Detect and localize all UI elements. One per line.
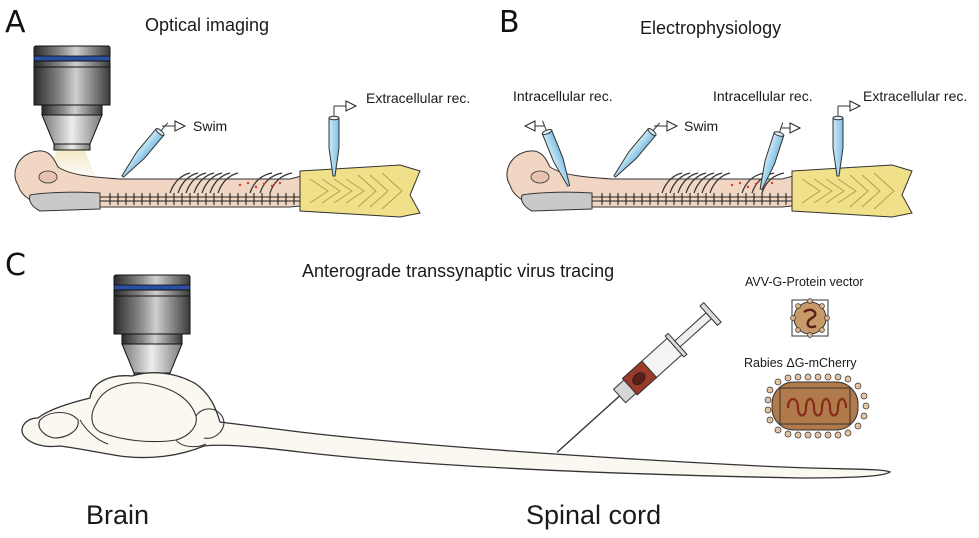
spinal-cord-label: Spinal cord <box>526 500 661 530</box>
intracellular-amplifier-b1 <box>524 120 536 132</box>
swim-label-b: Swim <box>684 118 718 134</box>
intracellular-label-b1: Intracellular rec. <box>513 88 613 104</box>
swim-amplifier-b <box>666 120 678 132</box>
brain-and-spinal-cord <box>21 372 892 479</box>
avv-vector-particle <box>790 298 830 338</box>
extracellular-pipette-b <box>832 105 844 177</box>
extracellular-amplifier-a <box>345 100 357 112</box>
panel-b-title: Electrophysiology <box>640 18 781 38</box>
swim-pipette-b <box>610 119 665 181</box>
syringe <box>556 302 722 453</box>
panel-c-letter: C <box>5 248 26 283</box>
panel-a-letter: A <box>5 5 26 40</box>
swim-label-a: Swim <box>193 118 227 134</box>
extracellular-pipette-a <box>328 105 340 177</box>
swim-pipette-a <box>118 119 173 181</box>
panel-c-title: Anterograde transsynaptic virus tracing <box>302 261 614 281</box>
rabies-label: Rabies ΔG-mCherry <box>744 356 857 370</box>
objective-lens-c <box>113 274 191 380</box>
objective-lens-a <box>33 45 111 151</box>
rabies-particle <box>764 373 870 439</box>
avv-vector-label: AVV-G-Protein vector <box>745 275 864 289</box>
extracellular-amplifier-b <box>849 100 861 112</box>
panel-c: C Anterograde transsynaptic virus tracin… <box>5 248 892 530</box>
swim-amplifier-a <box>174 120 186 132</box>
panel-b-letter: B <box>499 5 520 40</box>
extracellular-label-b: Extracellular rec. <box>863 88 967 104</box>
extracellular-label-a: Extracellular rec. <box>366 90 470 106</box>
panel-b: B Electrophysiology Intracellular rec. S… <box>499 5 967 218</box>
brain-label: Brain <box>86 500 149 530</box>
intracellular-amplifier-b2 <box>789 122 801 134</box>
intracellular-label-b2: Intracellular rec. <box>713 88 813 104</box>
panel-a-title: Optical imaging <box>145 15 269 35</box>
panel-a: A Optical imaging Swim Extracellular rec… <box>5 5 470 218</box>
